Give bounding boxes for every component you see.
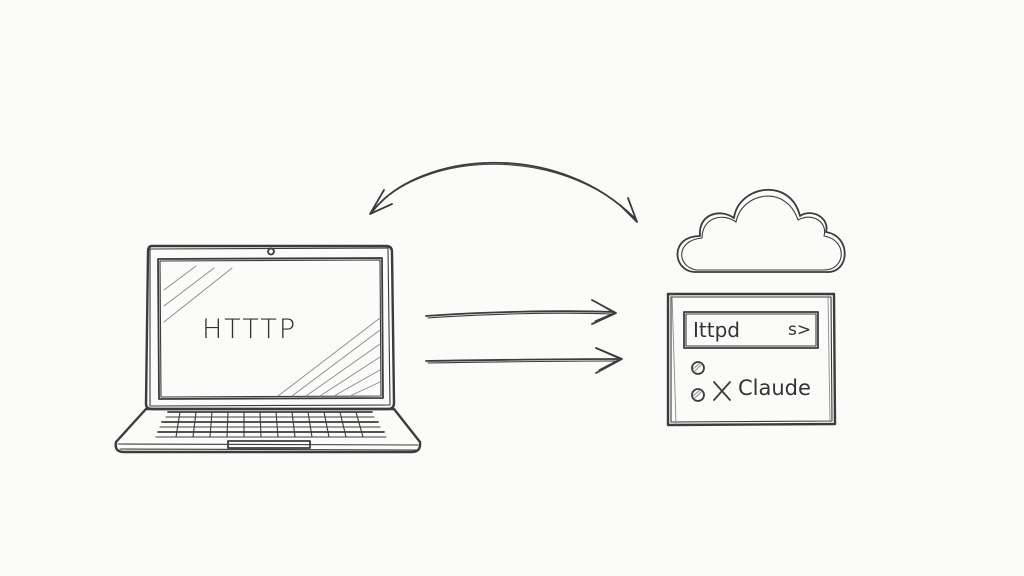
middle-arrow xyxy=(425,299,617,325)
radio-icon-2 xyxy=(691,388,705,402)
radio-icon-1 xyxy=(691,361,705,375)
top-arc-arrow xyxy=(369,161,638,223)
command-text: Ittpd xyxy=(693,318,740,342)
screen-shading xyxy=(163,265,381,397)
arrowhead-left xyxy=(369,189,393,215)
terminal-row-label: Claude xyxy=(738,376,811,400)
laptop-trackpad xyxy=(227,440,311,449)
command-bar xyxy=(683,311,819,349)
laptop-camera xyxy=(267,247,275,256)
laptop-keyboard xyxy=(155,411,387,438)
close-icon xyxy=(713,381,731,401)
command-suffix: s> xyxy=(788,320,812,340)
laptop-screen xyxy=(157,257,384,400)
arrowhead-right xyxy=(619,197,638,223)
lower-arrow xyxy=(425,347,623,374)
terminal-panel xyxy=(666,292,837,427)
cloud-icon xyxy=(676,189,846,273)
laptop-icon xyxy=(114,244,422,454)
laptop-screen-label: HTTTP xyxy=(202,314,298,345)
laptop-base xyxy=(114,407,422,454)
